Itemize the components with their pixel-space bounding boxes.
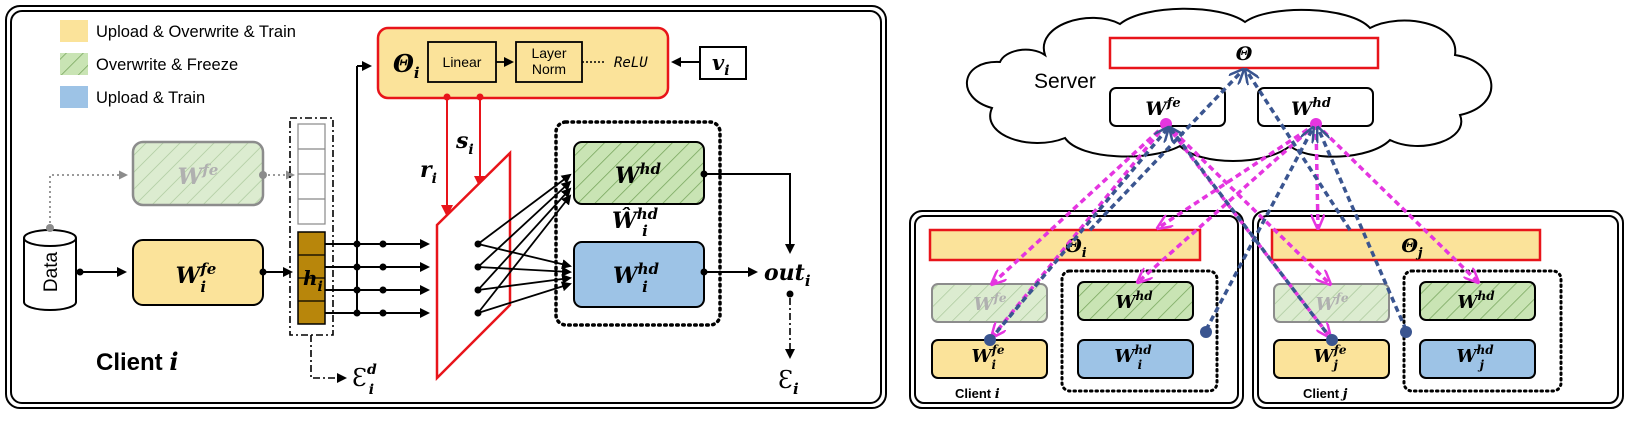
client-b-theta-upload (1246, 70, 1352, 231)
relu-label: ReLU (614, 55, 648, 71)
client-a-theta-upload (1088, 70, 1243, 232)
legend-green-label: Overwrite & Freeze (96, 56, 238, 74)
h-label: hi (303, 266, 323, 295)
client-a-wfe-navy-dot (984, 334, 996, 346)
server-whd-magenta-dot (1310, 118, 1322, 130)
layernorm-box (515, 41, 583, 83)
whd-to-client-b-theta (1316, 123, 1318, 228)
wfe-to-client-b-frozen (1164, 122, 1330, 284)
client-title: Client i (96, 347, 178, 376)
data-dot-grey (46, 224, 54, 232)
whd-green-to-out-arrow (704, 173, 795, 254)
out-label: outi (764, 260, 811, 290)
feature-stack-empty (297, 123, 326, 225)
data-label: Data (41, 252, 62, 293)
legend-yellow-swatch (60, 20, 88, 42)
legend-green-swatch (60, 53, 88, 75)
feature-stack-h (297, 231, 326, 325)
client-a-heads-frame (1060, 269, 1219, 393)
linear-box (427, 41, 497, 83)
client-b-whd-green-label: Whd (1457, 289, 1495, 313)
h-to-eps-d-arrow (310, 335, 347, 383)
s-dot (476, 93, 484, 101)
eps-label: Ɛi (778, 366, 799, 398)
h-to-selector-wires (325, 61, 430, 318)
whd-green-label: Whd (615, 160, 662, 189)
client-a-whd-blue-box (1077, 339, 1194, 379)
v-box (699, 46, 747, 80)
whd-green-out-dot (700, 170, 708, 178)
legend-yellow-label: Upload & Overwrite & Train (96, 23, 296, 41)
client-a-wfe-upload (988, 128, 1168, 342)
r-dot (443, 93, 451, 101)
data-cylinder: Data (23, 229, 77, 311)
wfe-to-client-a-wfe (992, 122, 1168, 337)
client-a-whd-navy-dot (1200, 326, 1212, 338)
server-wfe-label: Wfe (1145, 96, 1180, 120)
client-b-whd-navy-dot (1400, 326, 1412, 338)
legend-blue-label: Upload & Train (96, 89, 205, 107)
client-b-theta-box (1270, 228, 1542, 262)
data-to-frozen-wfe-arrow (49, 170, 128, 228)
data-dot (76, 268, 84, 276)
wfe-out-dot (259, 268, 267, 276)
linear-label: Linear (443, 54, 482, 70)
client-panel-inner-frame (10, 10, 882, 404)
legend-blue-swatch (60, 86, 88, 108)
client-b-whd-upload (1318, 128, 1408, 331)
theta-label: Θi (393, 49, 420, 82)
client-b-label: Client j (1303, 386, 1348, 402)
wire-junctions (353, 240, 387, 317)
frozen-wfe-dot (259, 171, 267, 179)
server-label: Server (1034, 70, 1096, 93)
heads-dotted-frame (554, 120, 722, 327)
whd-blue-out-dot (700, 268, 708, 276)
server-whd-label: Whd (1291, 96, 1331, 120)
client-b-wfe-upload (1170, 128, 1334, 342)
client-a-theta-box (928, 228, 1202, 262)
whd-to-client-a-theta (1158, 122, 1317, 228)
whd-to-client-b-green (1314, 122, 1478, 282)
upload-arrows (988, 70, 1408, 342)
client-b-whd-blue-box (1419, 339, 1536, 379)
out-dot (786, 290, 794, 298)
s-label: si (455, 128, 474, 158)
client-b-theta-label: Θj (1401, 235, 1423, 261)
selector-trapezoid (435, 150, 512, 382)
server-theta-label: Θ (1236, 43, 1253, 65)
client-a-whd-upload (1204, 128, 1313, 331)
v-label: vi (712, 50, 730, 79)
client-b-wfe-navy-dot (1326, 334, 1338, 346)
download-arrows (992, 122, 1478, 337)
frozen-wfe-label: Wfe (178, 161, 219, 190)
client-b-wfe-frozen-label: Wfe (1315, 291, 1348, 315)
client-a-label: Client i (955, 386, 1000, 402)
r-label: ri (420, 157, 437, 187)
wfe-to-client-b-wfe (1164, 122, 1330, 337)
client-a-whd-green-label: Whd (1115, 289, 1153, 313)
client-panel-outer-frame (5, 5, 887, 409)
legend: Upload & Overwrite & Train Overwrite & F… (60, 20, 296, 108)
client-a-wfe-frozen-label: Wfe (973, 291, 1006, 315)
